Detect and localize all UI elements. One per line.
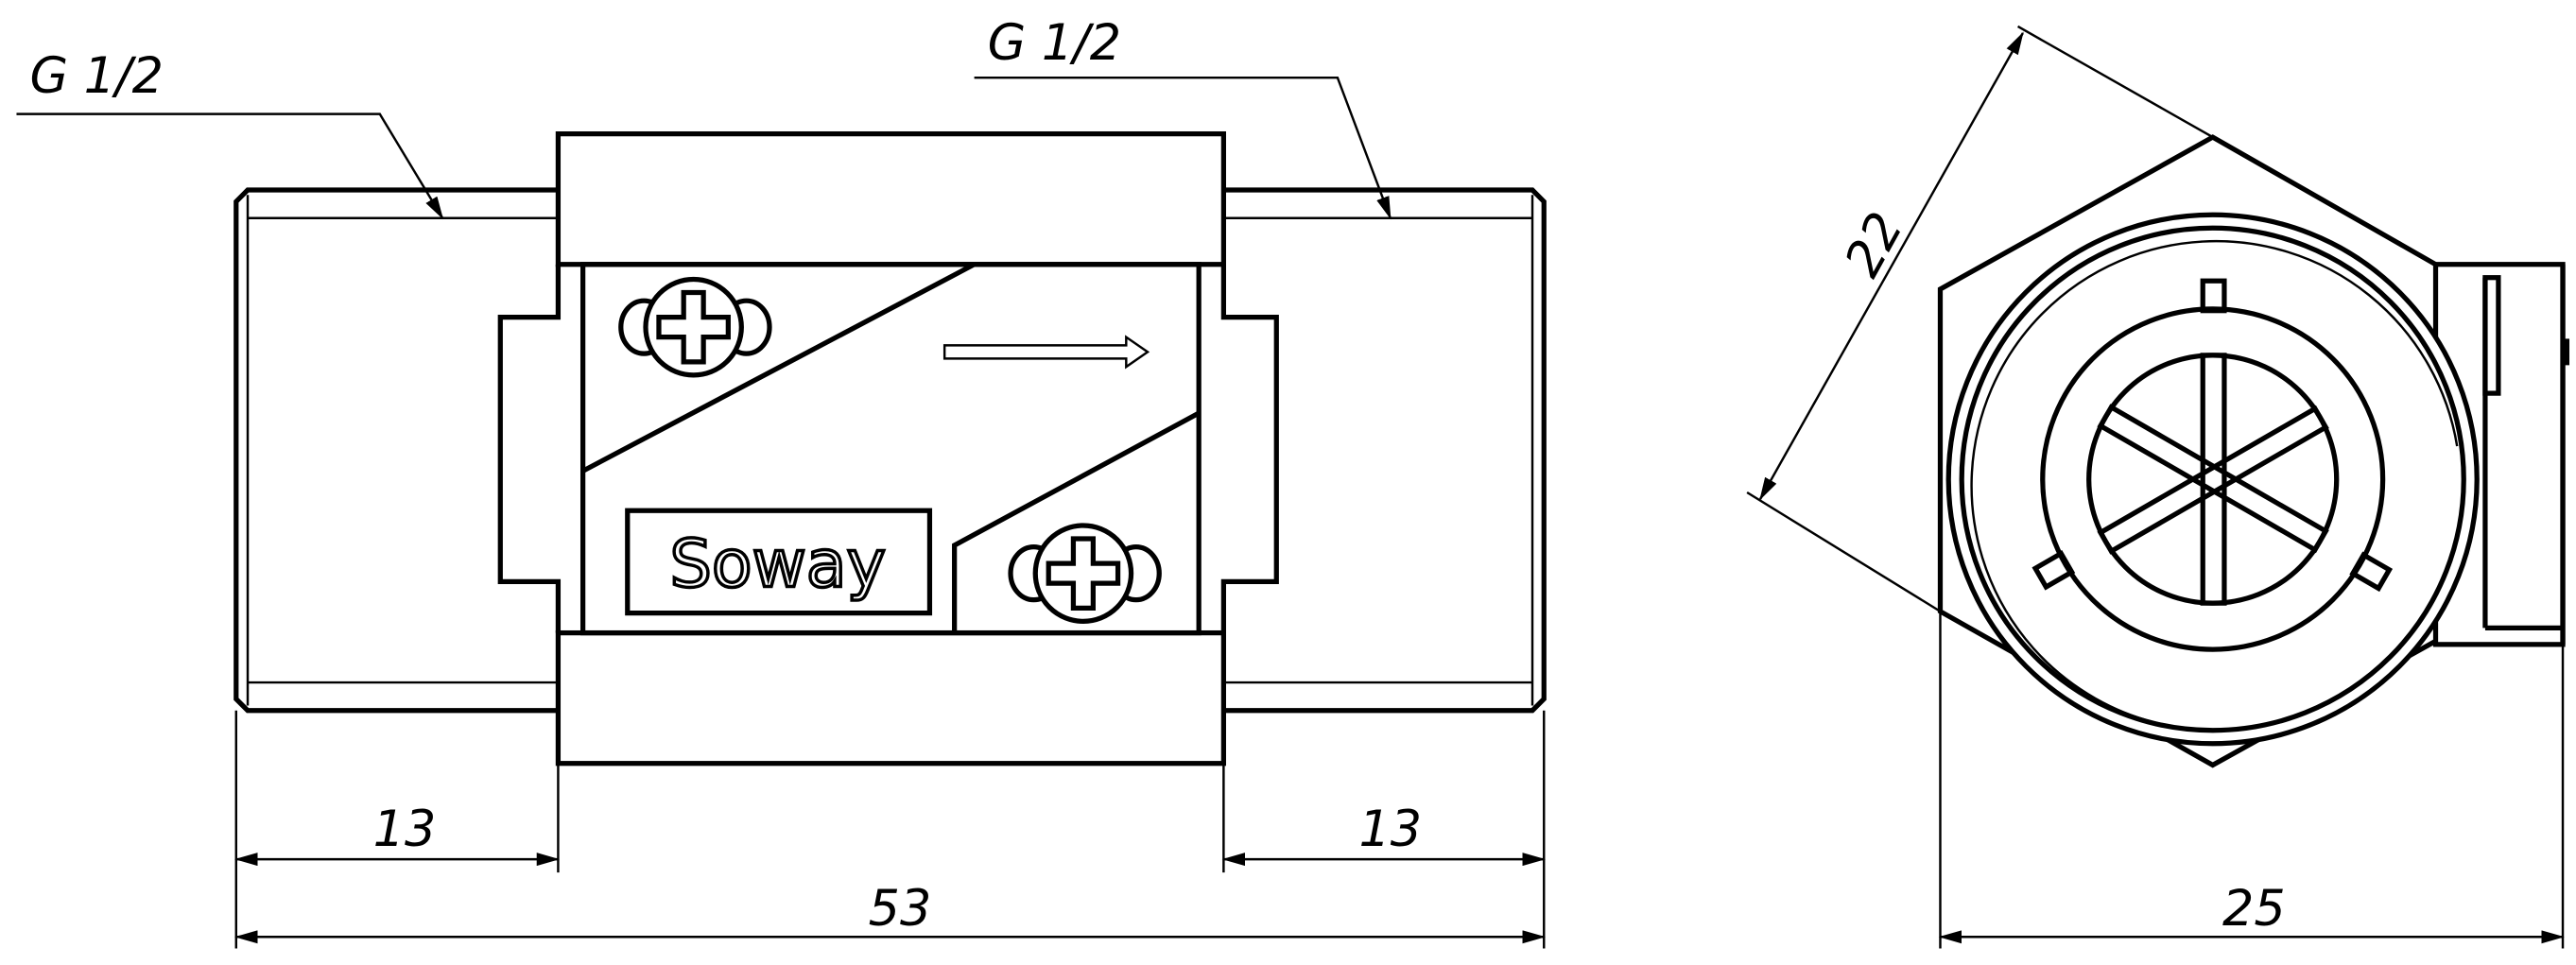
left-notch — [497, 264, 562, 633]
dimension-label: 53 — [869, 880, 932, 938]
dimension-label: 13 — [373, 801, 437, 858]
left-pipe — [233, 187, 559, 714]
screw-icon — [1008, 523, 1162, 624]
flow-arrow-icon — [942, 335, 1150, 370]
thread-callout-left: G 1/2 — [16, 47, 444, 220]
thread-label: G 1/2 — [988, 14, 1122, 72]
dimension-label: 22 — [1834, 203, 1915, 286]
front-view: Soway G 1/2 G 1/2 13 13 53 — [16, 14, 1547, 949]
dimensions-front: 13 13 53 — [234, 710, 1546, 949]
face-panel — [579, 262, 1202, 636]
thread-callout-right: G 1/2 — [974, 14, 1392, 220]
logo-plate — [625, 508, 933, 616]
side-view: 22 25 — [1746, 25, 2570, 949]
thread-label: G 1/2 — [29, 47, 164, 105]
dimension-label: 13 — [1358, 801, 1422, 858]
screw-icon — [618, 276, 772, 378]
top-block — [555, 130, 1226, 267]
bottom-block — [555, 629, 1226, 767]
dimension-label: 25 — [2222, 880, 2286, 938]
brand-logo: Soway — [670, 526, 886, 603]
right-pipe — [1223, 187, 1547, 714]
outer-ring — [1945, 212, 2480, 747]
impeller-icon — [2031, 278, 2394, 606]
right-notch — [1220, 264, 1279, 633]
